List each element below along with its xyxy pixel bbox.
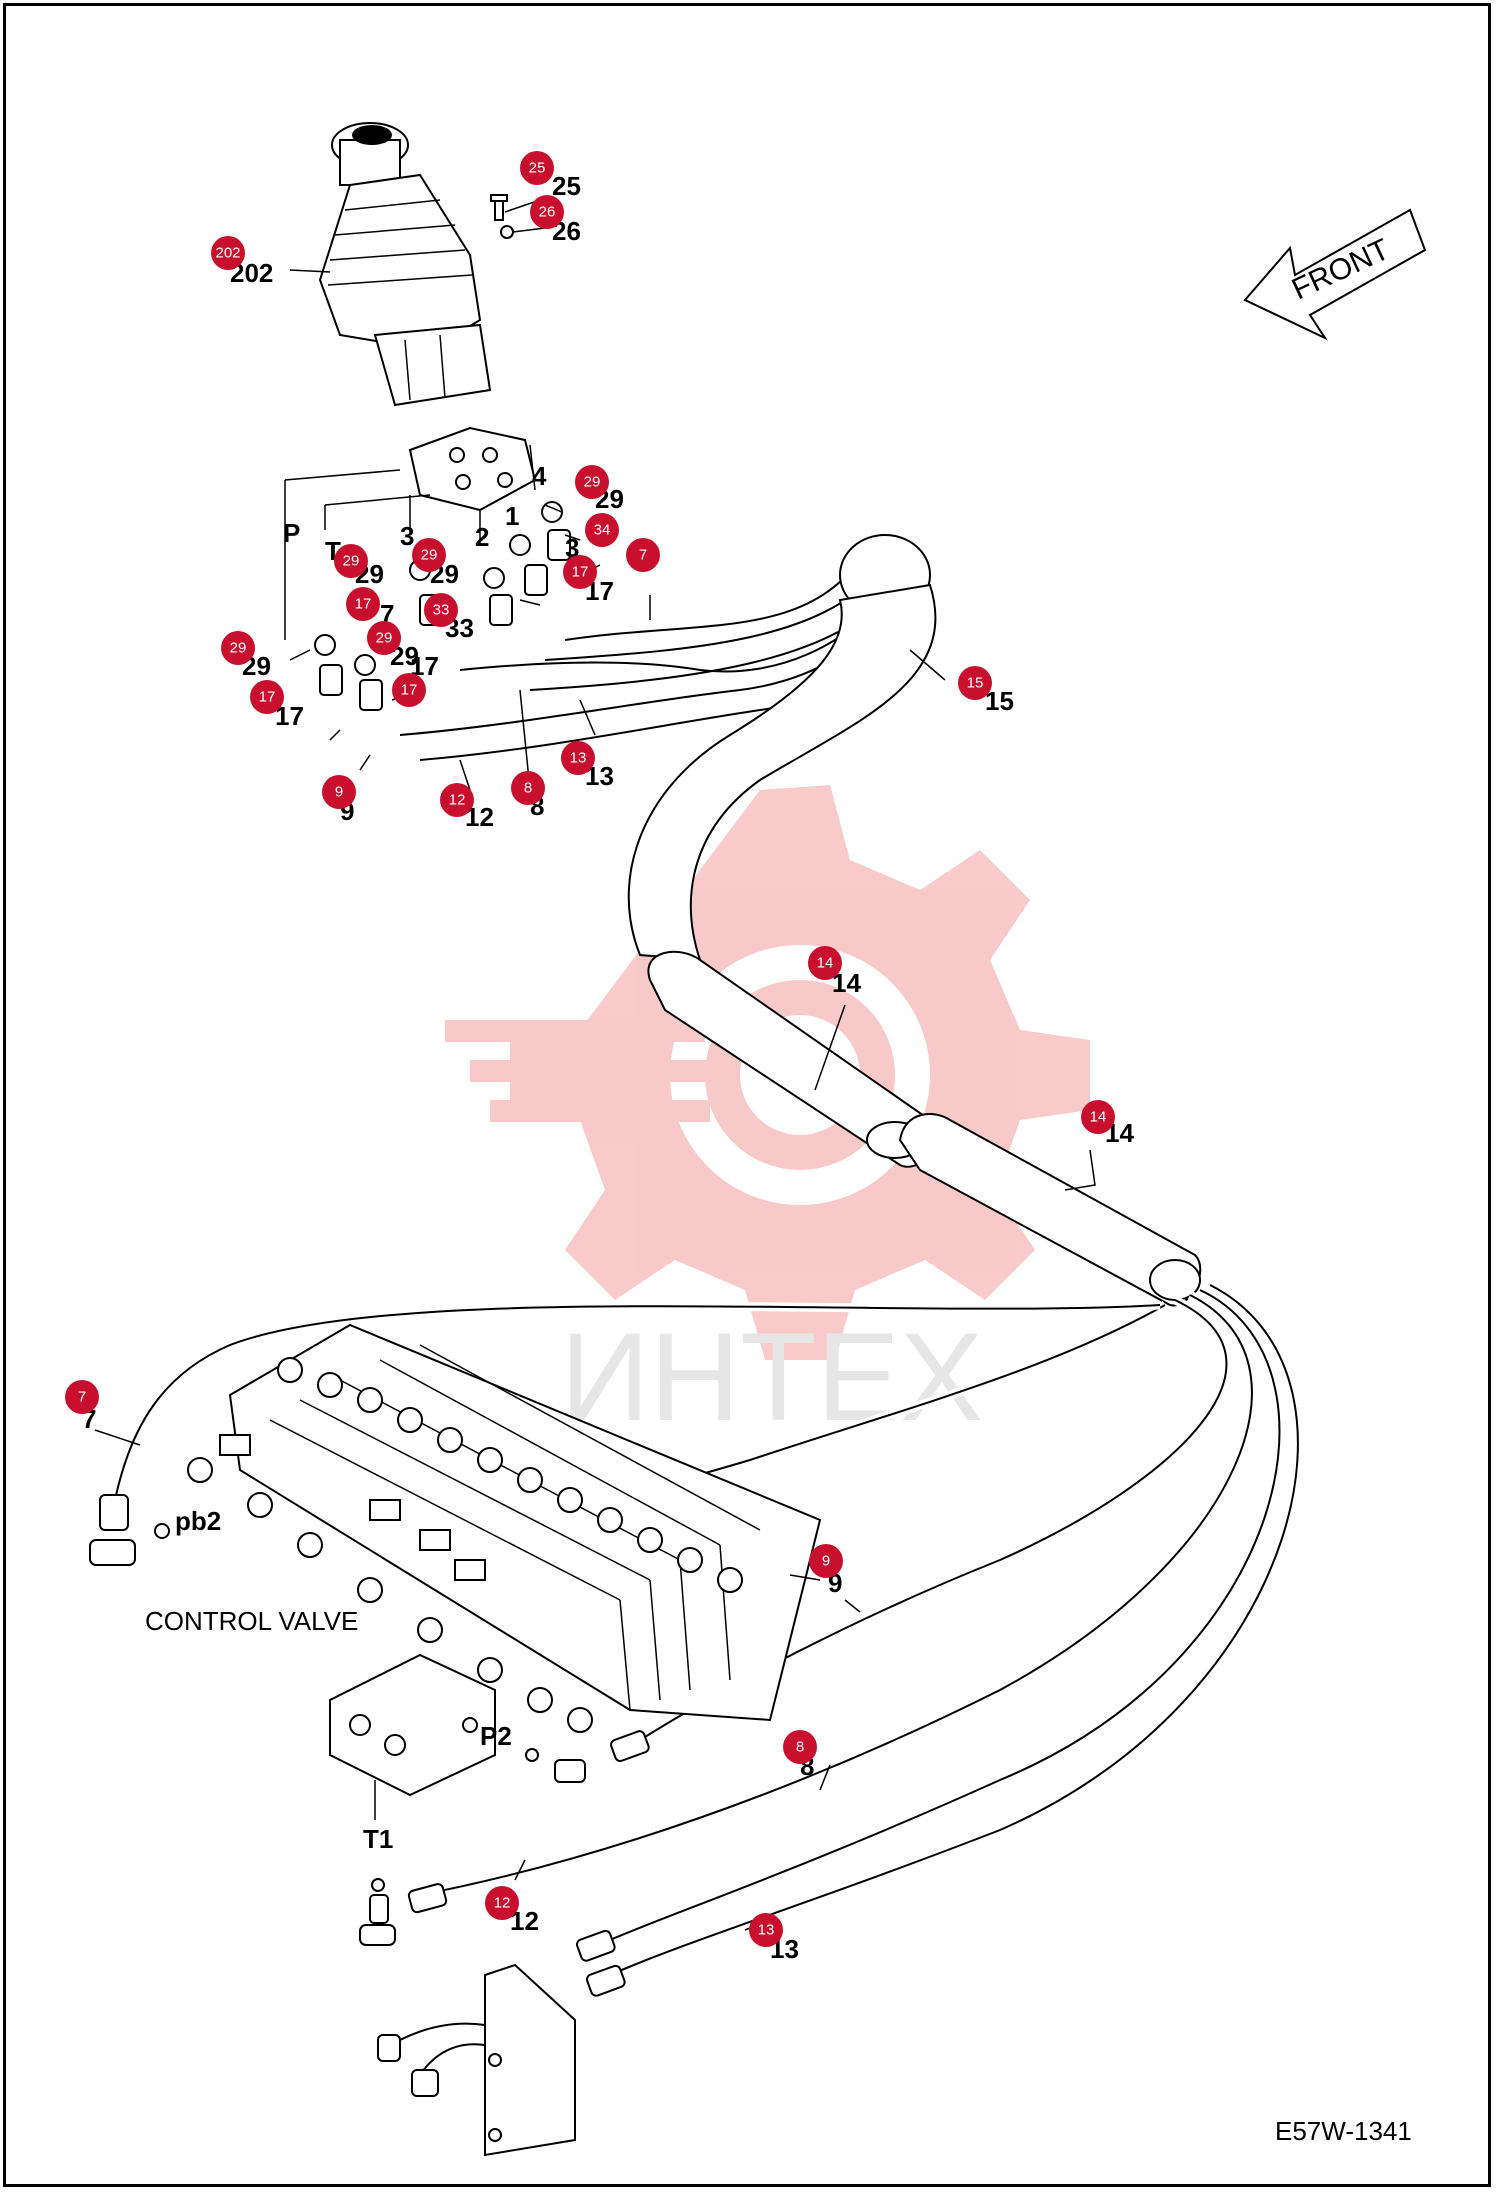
callout-14-a[interactable]: 14: [808, 946, 842, 980]
svg-text:29: 29: [421, 547, 438, 564]
callout-33[interactable]: 33: [424, 593, 458, 627]
drawing-frame: [3, 3, 1491, 2187]
svg-text:17: 17: [572, 564, 589, 581]
svg-text:7: 7: [639, 547, 647, 564]
svg-text:29: 29: [376, 630, 393, 647]
svg-text:13: 13: [570, 750, 587, 767]
callout-17-c[interactable]: 17: [392, 673, 426, 707]
washer-26: [500, 225, 514, 239]
label-pb2: pb2: [175, 1506, 221, 1536]
svg-text:7: 7: [78, 1389, 86, 1406]
label-t1: T1: [363, 1824, 393, 1854]
joystick-lever: [318, 122, 492, 407]
svg-text:17: 17: [401, 682, 418, 699]
callout-14-b[interactable]: 14: [1081, 1100, 1115, 1134]
svg-text:8: 8: [796, 1739, 804, 1756]
svg-text:17: 17: [259, 689, 276, 706]
callout-7-upper[interactable]: 7: [626, 538, 660, 572]
label-control-valve: CONTROL VALVE: [145, 1606, 358, 1636]
callout-8-lower[interactable]: 8: [783, 1730, 817, 1764]
callout-7-lower[interactable]: 7: [65, 1380, 99, 1414]
front-arrow: FRONT: [1243, 208, 1427, 341]
callout-markers: 202 25 26 29 34 7 29 29 17 17 33 29 29 1…: [65, 151, 1115, 1947]
svg-text:15: 15: [967, 675, 984, 692]
hose-bundle-lower: [419, 1280, 1303, 1980]
callout-29-d[interactable]: 29: [221, 631, 255, 665]
callout-29-e[interactable]: 29: [367, 621, 401, 655]
screw-25: [490, 194, 508, 221]
callout-202[interactable]: 202: [211, 236, 245, 270]
label-port-1: 1: [505, 501, 519, 531]
callout-13-lower[interactable]: 13: [749, 1913, 783, 1947]
svg-text:25: 25: [529, 160, 546, 177]
callout-12-upper[interactable]: 12: [440, 783, 474, 817]
callout-34[interactable]: 34: [585, 513, 619, 547]
callout-17-a[interactable]: 17: [563, 555, 597, 589]
callout-8-upper[interactable]: 8: [511, 771, 545, 805]
svg-text:29: 29: [230, 640, 247, 657]
callout-29-c[interactable]: 29: [412, 538, 446, 572]
svg-text:202: 202: [215, 245, 240, 262]
svg-text:8: 8: [524, 780, 532, 797]
svg-text:26: 26: [539, 204, 556, 221]
drawing-code: E57W-1341: [1275, 2116, 1412, 2146]
callout-9-lower[interactable]: 9: [809, 1544, 843, 1578]
control-valve-body: [187, 1323, 822, 1733]
svg-text:9: 9: [822, 1553, 830, 1570]
callout-17-b[interactable]: 17: [250, 680, 284, 714]
callout-29-a[interactable]: 29: [575, 465, 609, 499]
mounting-bracket: [377, 1963, 576, 2157]
callout-17-d[interactable]: 17: [346, 587, 380, 621]
svg-text:9: 9: [335, 784, 343, 801]
svg-text:34: 34: [594, 522, 611, 539]
callout-25[interactable]: 25: [520, 151, 554, 185]
pb2-fitting: [89, 1494, 170, 1566]
svg-text:14: 14: [1090, 1109, 1107, 1126]
hose-end-fittings: [407, 1730, 650, 1997]
t1-fitting: [359, 1878, 396, 1946]
hose-7-lower-line: [114, 1304, 1161, 1501]
callout-9-upper[interactable]: 9: [322, 775, 356, 809]
callout-13-upper[interactable]: 13: [561, 741, 595, 775]
callout-12-lower[interactable]: 12: [485, 1886, 519, 1920]
svg-text:29: 29: [584, 474, 601, 491]
label-3x: 3: [565, 533, 579, 563]
label-port-4: 4: [532, 461, 547, 491]
svg-text:33: 33: [433, 602, 450, 619]
svg-text:13: 13: [758, 1922, 775, 1939]
watermark-text: ИНТЕХ: [560, 1308, 983, 1447]
label-port-3: 3: [400, 521, 414, 551]
svg-text:12: 12: [449, 792, 466, 809]
callout-26[interactable]: 26: [530, 195, 564, 229]
label-25: 25: [552, 171, 581, 201]
svg-text:29: 29: [343, 553, 360, 570]
junction-block: [329, 1653, 586, 1820]
svg-text:12: 12: [494, 1895, 511, 1912]
callout-15[interactable]: 15: [958, 666, 992, 700]
svg-text:14: 14: [817, 955, 834, 972]
label-port-p: P: [283, 518, 300, 548]
callout-29-b[interactable]: 29: [334, 544, 368, 578]
label-p2: P2: [480, 1721, 512, 1751]
svg-text:17: 17: [355, 596, 372, 613]
label-port-2: 2: [475, 522, 489, 552]
mounting-plate: [284, 426, 537, 640]
